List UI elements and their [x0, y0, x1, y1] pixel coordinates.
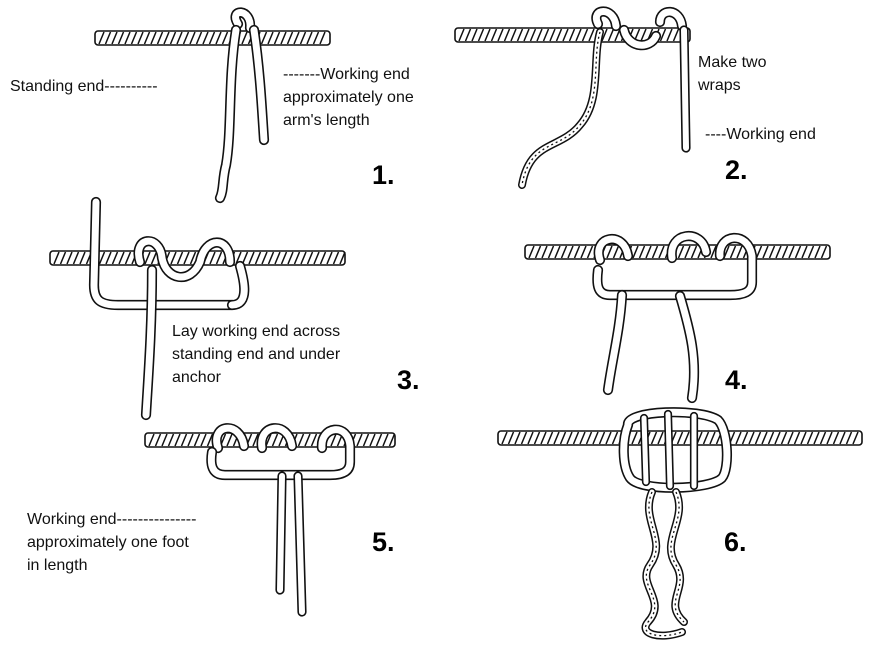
step3-under-anchor: [232, 266, 244, 305]
step2-standing-end-rope: [522, 32, 600, 185]
step2-wrap-c: [660, 12, 682, 26]
step3-instruction-label-line2: standing end and under: [172, 344, 340, 366]
step5-working-end-label-line2: approximately one foot: [27, 532, 189, 554]
step6-knot-body: [624, 412, 727, 488]
step1-working-end-rope: [254, 30, 264, 140]
step3-instruction-label: Lay working end across: [172, 321, 340, 343]
step3-number: 3.: [397, 365, 420, 396]
step2-number: 2.: [725, 155, 748, 186]
step1-working-end-label-line2: approximately one: [283, 87, 414, 109]
step1-spar-rope: [95, 31, 330, 45]
step1-standing-end-label: Standing end----------: [10, 76, 158, 98]
step1-working-end-label: -------Working end: [283, 64, 410, 86]
step5-standing-end-rope: [280, 476, 282, 590]
step5-number: 5.: [372, 527, 395, 558]
step3-instruction-label-line3: anchor: [172, 367, 221, 389]
step6-knot-wrap-1: [644, 418, 646, 482]
step1-number: 1.: [372, 160, 395, 191]
step6-braid-right: [671, 492, 684, 622]
step2-wraps-label-line2: wraps: [698, 75, 741, 97]
step2-wraps-label: Make two: [698, 52, 766, 74]
step6-knot-wrap-2: [668, 414, 670, 486]
step1-working-end-label-line3: arm's length: [283, 110, 370, 132]
step3-working-end-rope: [146, 270, 152, 415]
step4-working-end-rope: [680, 296, 694, 398]
step2-wrap-a: [596, 12, 616, 27]
step6-number: 6.: [724, 527, 747, 558]
step4-number: 4.: [725, 365, 748, 396]
step2-working-end-rope: [684, 30, 686, 148]
step4-standing-end-rope: [608, 295, 622, 390]
step5-working-end-label-line3: in length: [27, 555, 88, 577]
step5-working-end-rope: [298, 476, 302, 612]
step5-working-end-label: Working end---------------: [27, 509, 196, 531]
step1-standing-end-rope: [220, 30, 236, 198]
step2-working-end-label: ----Working end: [705, 124, 816, 146]
step6-spar-rope: [498, 431, 862, 445]
